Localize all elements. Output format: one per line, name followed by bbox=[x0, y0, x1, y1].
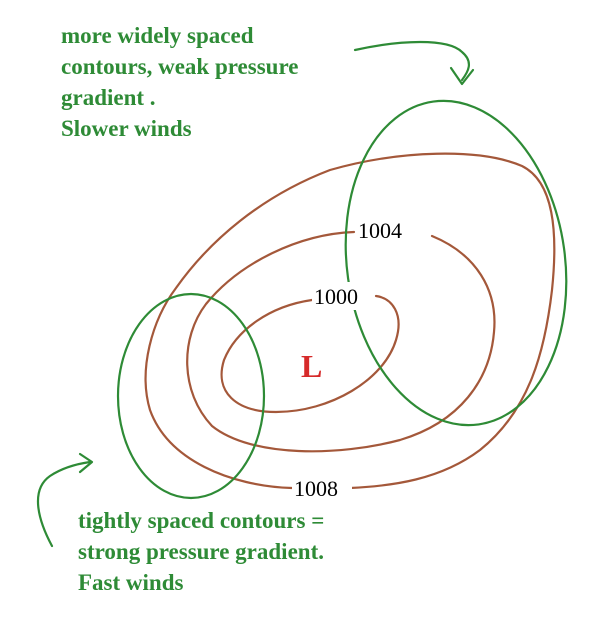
wide-spacing-note-line: more widely spaced bbox=[61, 23, 254, 48]
isobar-1008-contour bbox=[144, 152, 556, 490]
top-arrowhead-icon bbox=[449, 66, 475, 86]
bottom-arrow-icon bbox=[36, 460, 92, 548]
wide-spacing-highlight bbox=[344, 99, 568, 427]
wide-spacing-note-line: Slower winds bbox=[61, 116, 192, 141]
bottom-arrowhead-icon bbox=[78, 452, 94, 474]
tight-spacing-note-line: Fast winds bbox=[78, 570, 184, 595]
tight-spacing-note-line: strong pressure gradient. bbox=[78, 539, 324, 564]
tight-spacing-note-line: tightly spaced contours = bbox=[78, 508, 325, 533]
wide-spacing-note-line: contours, weak pressure bbox=[61, 54, 299, 79]
isobar-1004-contour bbox=[186, 230, 496, 453]
isobar-1004-label: 1004 bbox=[358, 218, 402, 243]
top-arrow-icon bbox=[353, 40, 470, 82]
isobar-1008-label: 1008 bbox=[294, 476, 338, 501]
tight-spacing-highlight bbox=[116, 292, 266, 500]
wide-spacing-note-line: gradient . bbox=[61, 85, 156, 110]
wide-spacing-note: more widely spaced contours, weak pressu… bbox=[61, 20, 298, 144]
low-pressure-center: L bbox=[301, 348, 322, 384]
tight-spacing-note: tightly spaced contours = strong pressur… bbox=[78, 505, 324, 598]
isobar-1000-label: 1000 bbox=[314, 284, 358, 309]
isobar-1000-contour bbox=[220, 294, 400, 414]
